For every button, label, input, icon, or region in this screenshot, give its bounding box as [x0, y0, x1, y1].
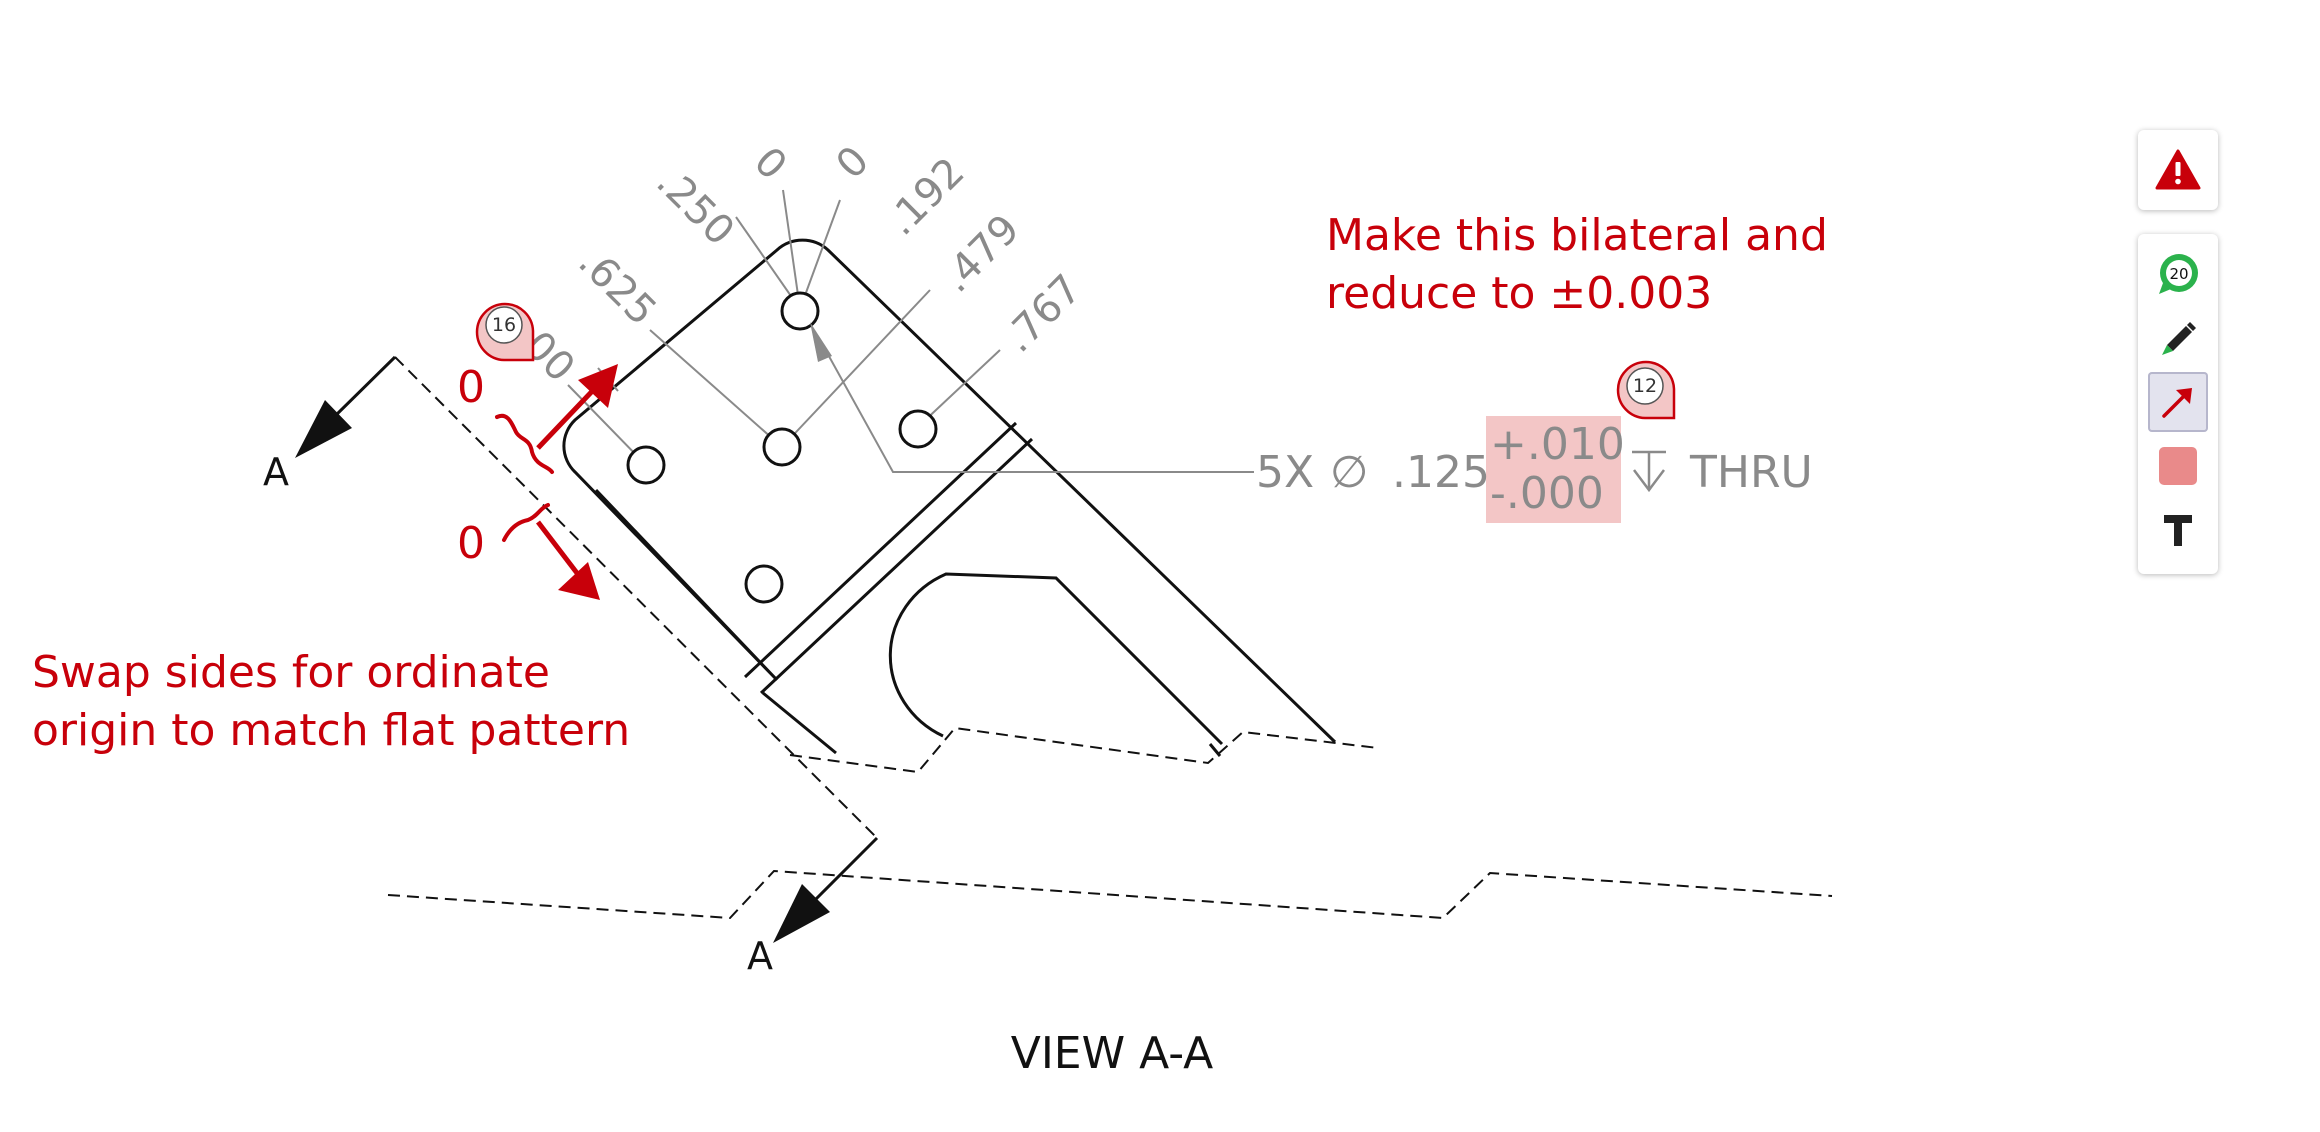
- marker-label: 16: [492, 314, 516, 336]
- holes: [626, 291, 938, 604]
- section-arrow-head-top: [295, 400, 352, 458]
- comments-button[interactable]: 20: [2148, 244, 2208, 304]
- break-lines: [387, 356, 1833, 920]
- hole-callout-leader: [819, 339, 1254, 473]
- text-tool-button[interactable]: [2148, 500, 2208, 560]
- note-tolerance: Make this bilateral and reduce to ±0.003: [1326, 210, 1828, 319]
- warning-panel: [2138, 130, 2218, 210]
- part-outline: [562, 238, 1337, 757]
- warning-button[interactable]: [2148, 140, 2208, 200]
- section-letter-bottom: A: [747, 934, 773, 978]
- section-arrows: [331, 355, 879, 907]
- markup-arrow-down-head: [558, 562, 600, 600]
- comment-bubble-icon: 20: [2159, 254, 2198, 294]
- hole: [762, 427, 802, 467]
- comment-marker-12[interactable]: 12: [1616, 360, 1676, 420]
- pencil-tool-button[interactable]: [2148, 308, 2208, 368]
- comment-marker-16[interactable]: 16: [475, 302, 535, 362]
- leader-arrow-head: [810, 322, 832, 362]
- dim-767: .767: [995, 266, 1091, 362]
- depth-symbol-icon: [1632, 450, 1666, 493]
- markup-arrow-down: [536, 520, 582, 579]
- fill-color-swatch: [2159, 447, 2197, 485]
- markup-arrow-up: [536, 381, 602, 450]
- hole: [780, 291, 820, 331]
- dim-479: .479: [933, 206, 1029, 302]
- markup-toolbar: 20: [2138, 234, 2218, 574]
- diameter-symbol: ∅: [1330, 447, 1368, 498]
- hole: [626, 445, 666, 485]
- note-origin: Swap sides for ordinate origin to match …: [32, 647, 631, 756]
- fill-color-button[interactable]: [2148, 436, 2208, 496]
- tolerance-minus: -.000: [1490, 468, 1604, 519]
- dim-192: .192: [878, 149, 974, 245]
- markup-brackets: [495, 413, 554, 542]
- warning-icon: [2155, 149, 2201, 190]
- arrow-tool-icon: [2162, 388, 2192, 418]
- pencil-icon: [2162, 322, 2196, 355]
- hole: [744, 564, 784, 604]
- text-tool-icon: [2164, 515, 2192, 546]
- dim-0-a: 0: [745, 139, 796, 190]
- dim-0-b: 0: [828, 138, 879, 189]
- ordinate-dimensions: .250 0 0 .192 .625 00 .479 .767: [515, 138, 1091, 392]
- marker-label: 12: [1633, 375, 1657, 397]
- markup-arrow-up-head: [578, 364, 618, 408]
- view-label: VIEW A-A: [1011, 1028, 1214, 1079]
- section-letter-top: A: [263, 450, 289, 494]
- callout-thru: THRU: [1689, 447, 1813, 498]
- origin-zero-top: 0: [457, 362, 485, 413]
- section-arrow-head-bottom: [773, 884, 830, 943]
- dim-625: .625: [569, 239, 665, 335]
- dim-250: .250: [647, 159, 743, 255]
- tolerance-highlight: [1486, 416, 1621, 523]
- comment-count: 20: [2169, 265, 2188, 283]
- origin-zero-bottom: 0: [457, 518, 485, 569]
- arrow-tool-button[interactable]: [2148, 372, 2208, 432]
- tolerance-plus: +.010: [1490, 419, 1625, 470]
- hole-callout: 5X ∅ .125 +.010 -.000 THRU: [1256, 419, 1813, 519]
- callout-size: .125: [1392, 447, 1490, 498]
- callout-count: 5X: [1256, 447, 1314, 498]
- hole: [898, 409, 938, 449]
